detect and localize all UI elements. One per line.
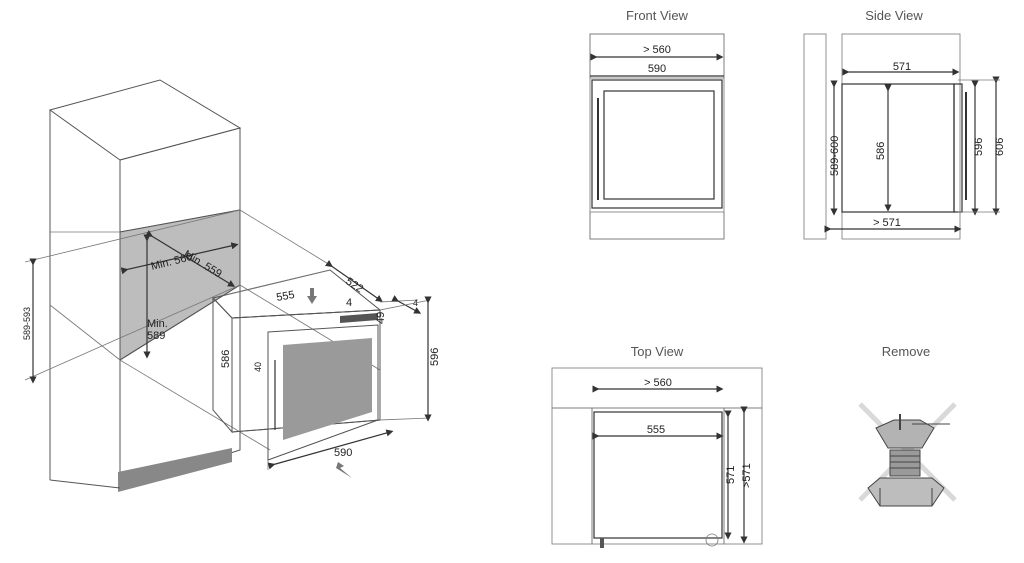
side-view-title: Side View — [865, 8, 923, 23]
label-586: 586 — [220, 350, 232, 368]
label-min-589-l2: 589 — [147, 330, 165, 342]
top-foot — [600, 538, 604, 548]
door-glass — [283, 338, 372, 440]
label-40: 40 — [253, 362, 263, 372]
label-596: 596 — [429, 348, 441, 366]
plinth — [118, 448, 232, 492]
label-49: 49 — [375, 312, 387, 324]
front-590: 590 — [648, 63, 666, 75]
control-panel — [340, 313, 378, 323]
leveling-foot-icon — [867, 414, 950, 507]
label-589-593: 589-593 — [22, 307, 32, 340]
label-522: 522 — [343, 275, 365, 295]
side-606: 606 — [994, 138, 1006, 156]
isometric-cabinet: Min. 560 Min. 559 Min. 589 589-593 — [22, 79, 381, 492]
top-gt-560: > 560 — [644, 377, 672, 389]
top-571: 571 — [725, 466, 737, 484]
side-596: 596 — [973, 138, 985, 156]
front-gt-560: > 560 — [643, 44, 671, 56]
label-555: 555 — [275, 289, 295, 304]
front-view: Front View > 560 590 — [589, 8, 725, 240]
side-589-600: 589-600 — [829, 136, 841, 176]
label-min-589-l1: Min. — [147, 318, 168, 330]
top-view: Top View > 560 555 571 >571 — [551, 344, 763, 548]
side-view: Side View 571 589-600 586 596 606 > 571 — [803, 8, 1006, 240]
cavity-back — [120, 210, 240, 360]
front-view-title: Front View — [626, 8, 689, 23]
side-gt-571: > 571 — [873, 217, 901, 229]
up-arrow-icon — [307, 288, 317, 304]
side-571: 571 — [893, 61, 911, 73]
wine-cooler-appliance: 555 522 4 4 49 586 40 596 590 — [212, 259, 441, 478]
remove-view-title: Remove — [882, 344, 930, 359]
top-view-title: Top View — [631, 344, 684, 359]
remove-view: Remove — [858, 344, 957, 507]
top-555: 555 — [647, 424, 665, 436]
side-586: 586 — [875, 142, 887, 160]
label-4: 4 — [346, 297, 352, 309]
label-590: 590 — [334, 447, 352, 459]
top-gt-571: >571 — [741, 463, 753, 488]
push-arrow-icon — [336, 462, 352, 478]
